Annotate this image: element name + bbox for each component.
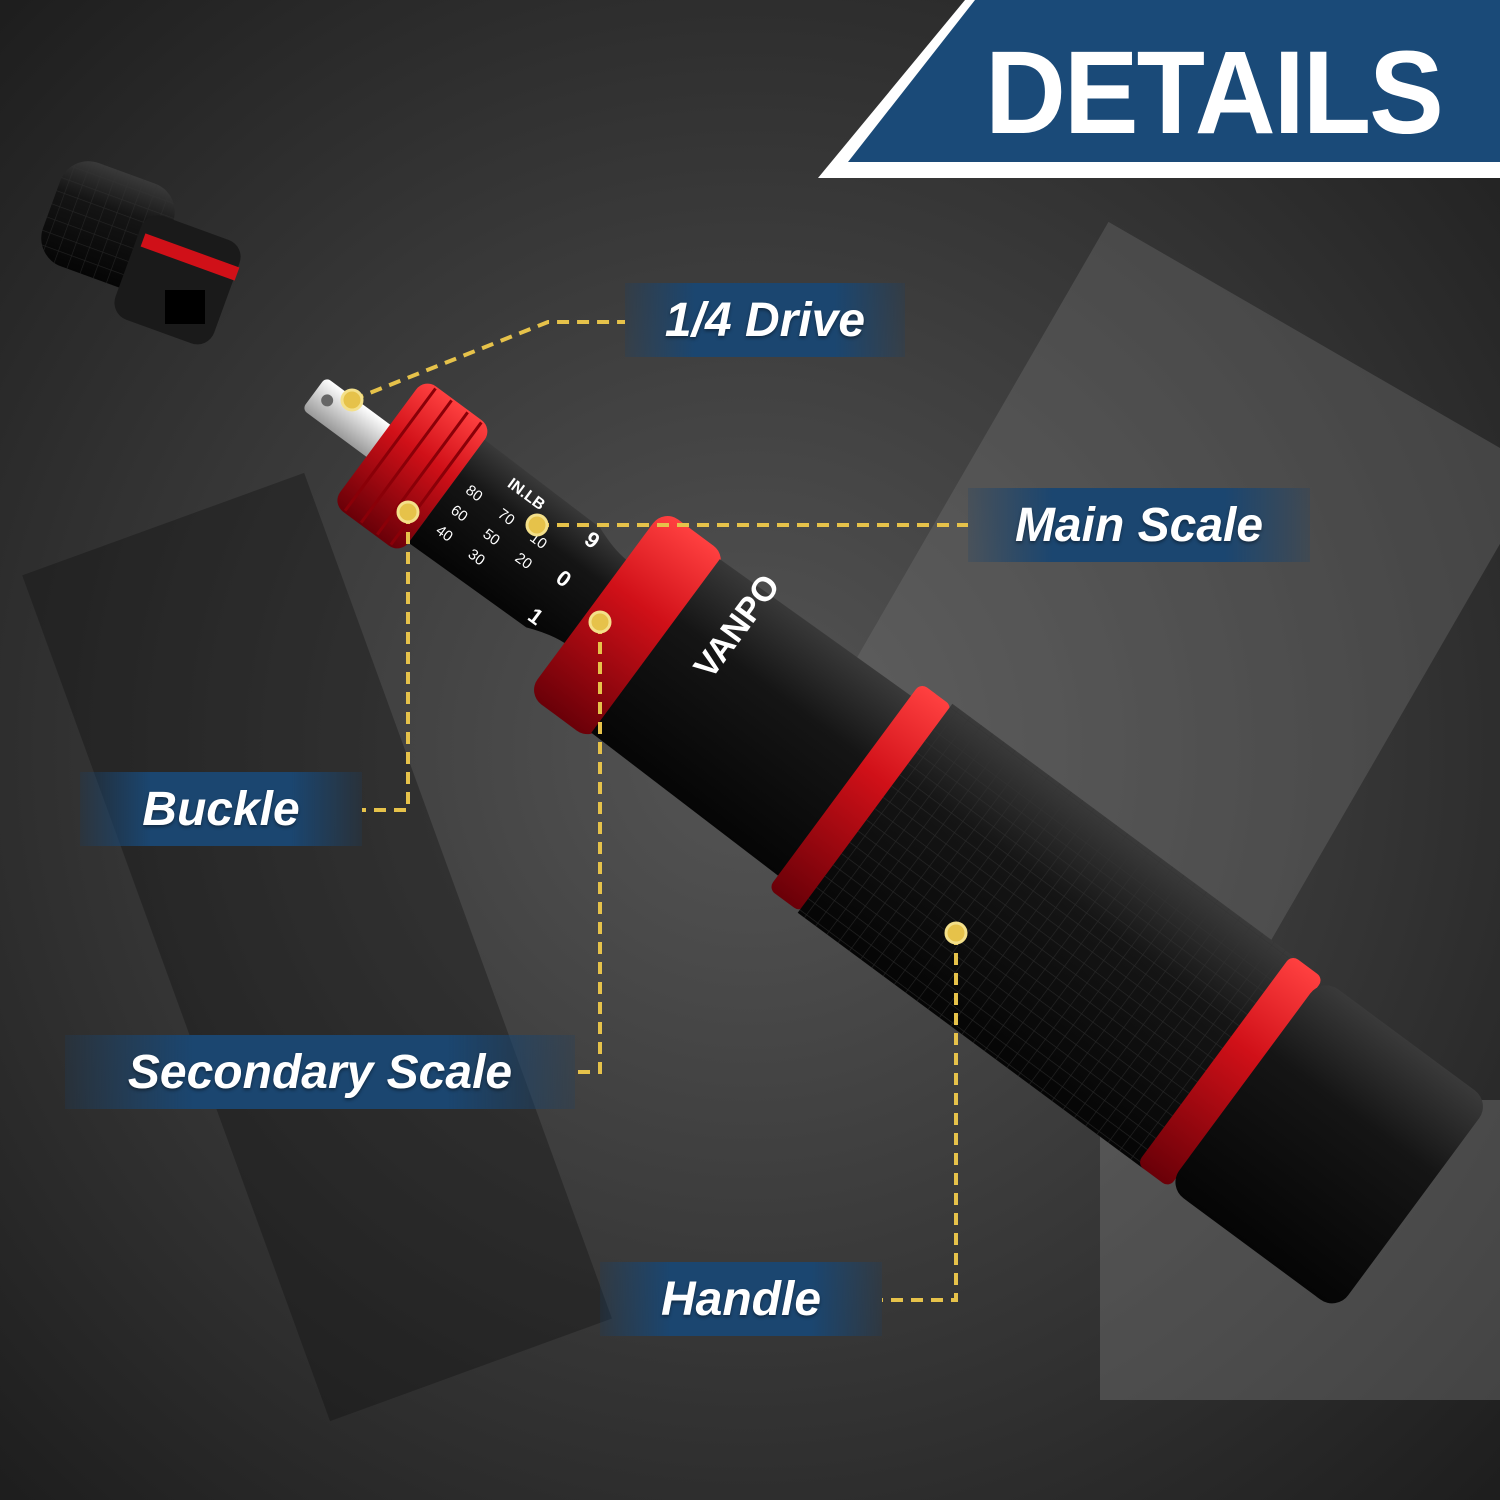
header-banner xyxy=(848,0,1500,162)
scale-barrel xyxy=(408,439,635,650)
scale-80: 80 xyxy=(462,482,486,506)
handle-ring-bottom xyxy=(1140,957,1321,1185)
label-secondary-scale: Secondary Scale xyxy=(65,1035,575,1109)
main-scale-numbers: 80 70 60 50 40 30 20 10 xyxy=(432,482,550,573)
handle-ring-top xyxy=(771,685,950,910)
socket-adapter xyxy=(41,161,241,345)
scale-50: 50 xyxy=(479,526,503,550)
scale-30: 30 xyxy=(465,546,489,570)
callout-dots xyxy=(340,388,968,945)
page-title: DETAILS xyxy=(985,26,1444,159)
label-drive: 1/4 Drive xyxy=(625,283,905,357)
end-cap xyxy=(1175,985,1483,1304)
scale-20: 20 xyxy=(512,549,536,573)
label-main-scale: Main Scale xyxy=(968,488,1310,562)
callout-lines xyxy=(351,320,968,1302)
label-handle: Handle xyxy=(600,1262,882,1336)
torque-screwdriver: VANPO IN.LB 80 70 60 50 40 30 20 10 9 0 … xyxy=(304,379,1483,1304)
scale-70: 70 xyxy=(494,505,518,529)
scale-60: 60 xyxy=(447,502,471,526)
label-buckle: Buckle xyxy=(80,772,362,846)
buckle-collar xyxy=(337,383,488,549)
scale-40: 40 xyxy=(432,522,456,546)
red-ring xyxy=(534,516,721,735)
